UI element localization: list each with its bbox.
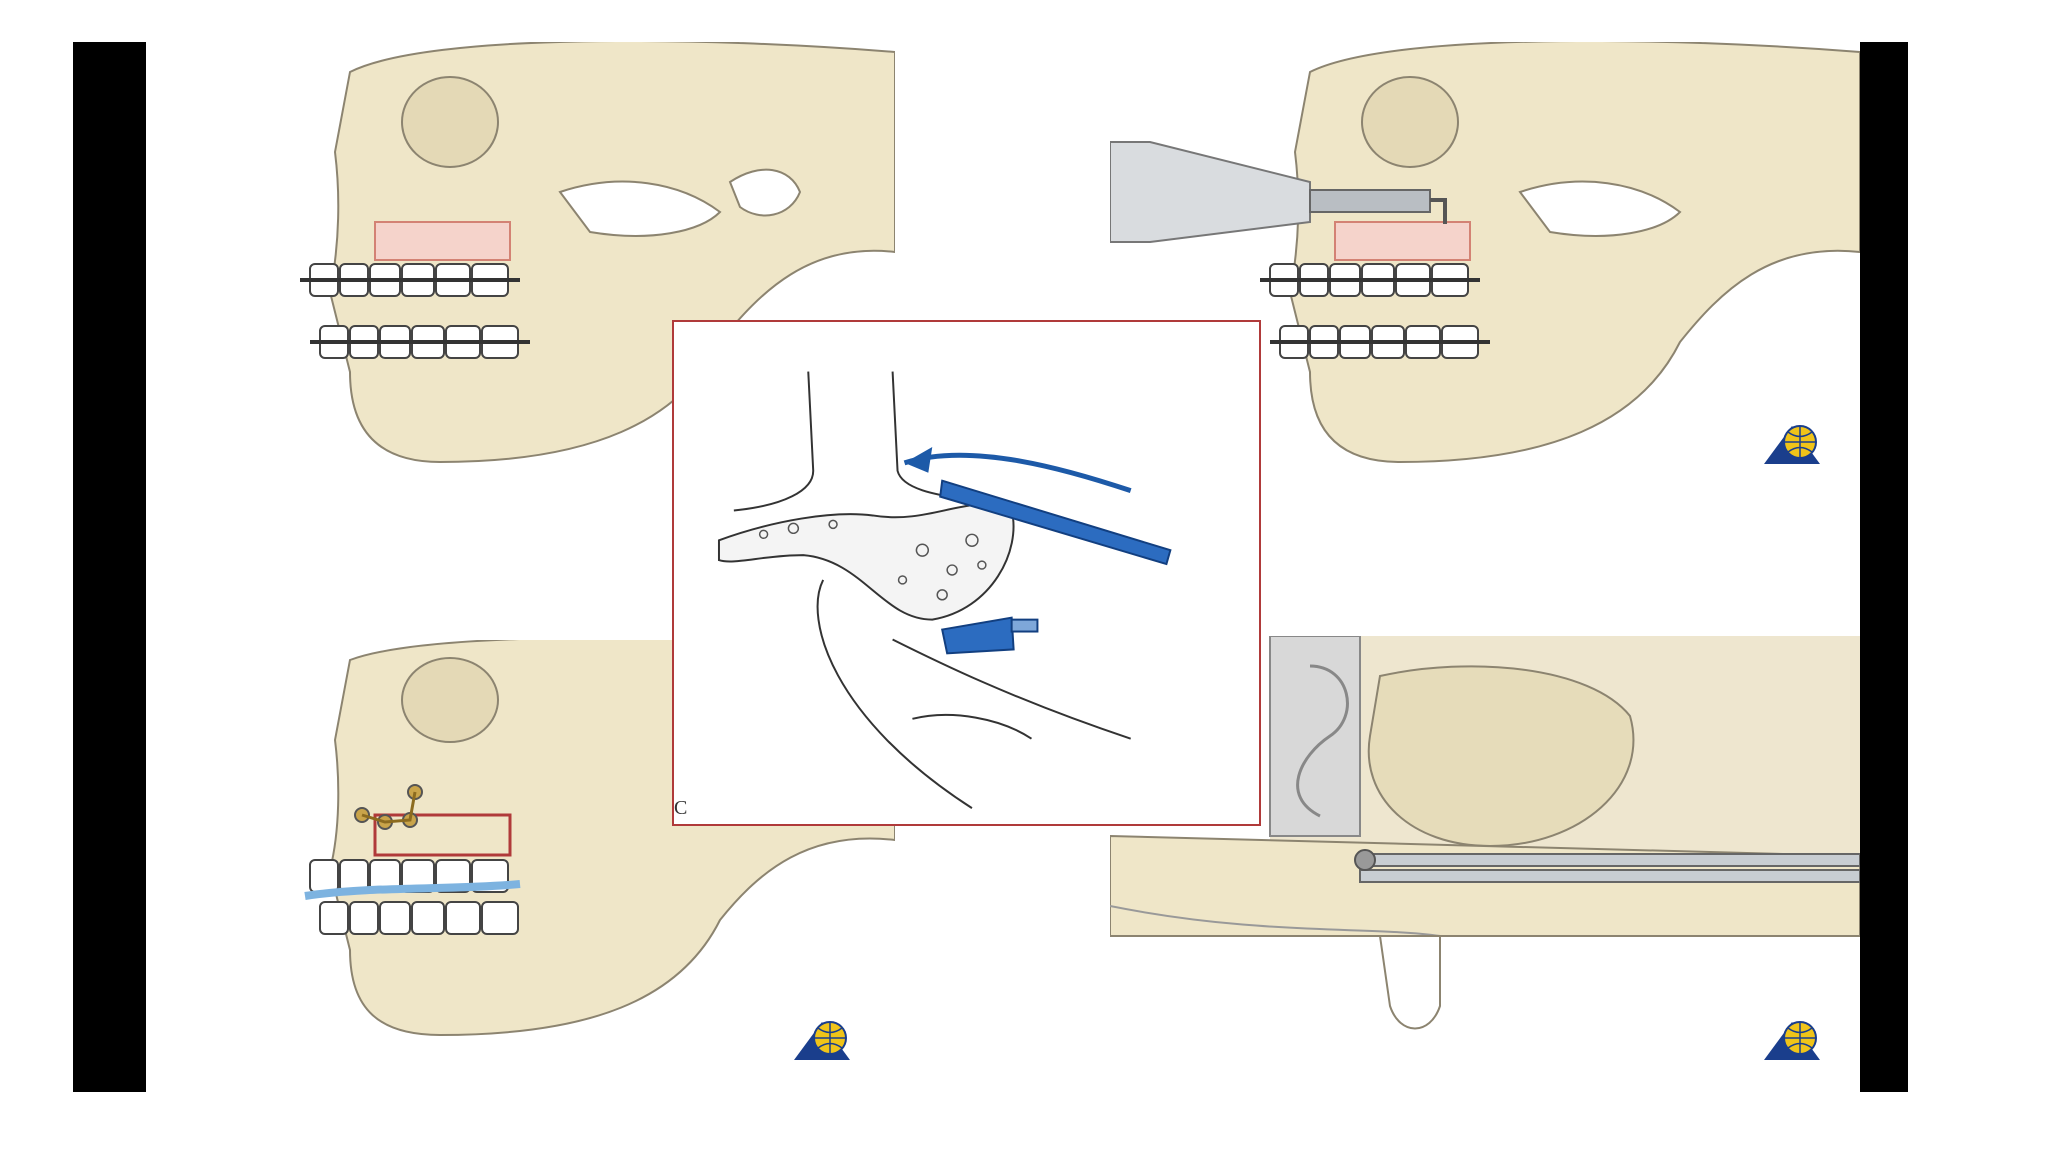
skull-illustration-top-left [290,42,895,472]
sagittal-section-illustration [1110,636,1860,1036]
detail-inset-panel: C [672,320,1261,826]
left-frame-bar [73,42,146,1092]
right-frame-bar [1860,42,1908,1092]
ao-logo-icon-bottom-left [792,1012,852,1064]
inset-panel-letter: C [674,797,688,819]
ao-logo-icon-top-right [1762,416,1822,468]
ao-logo-icon-bottom-right [1762,1012,1822,1064]
skull-drawing [300,42,895,464]
sagittal-section-drawing [1110,636,1860,1030]
skull-with-drill-drawing [1110,42,1860,464]
detail-inset-drawing [717,371,1172,809]
skull-illustration-top-right [1110,42,1860,472]
